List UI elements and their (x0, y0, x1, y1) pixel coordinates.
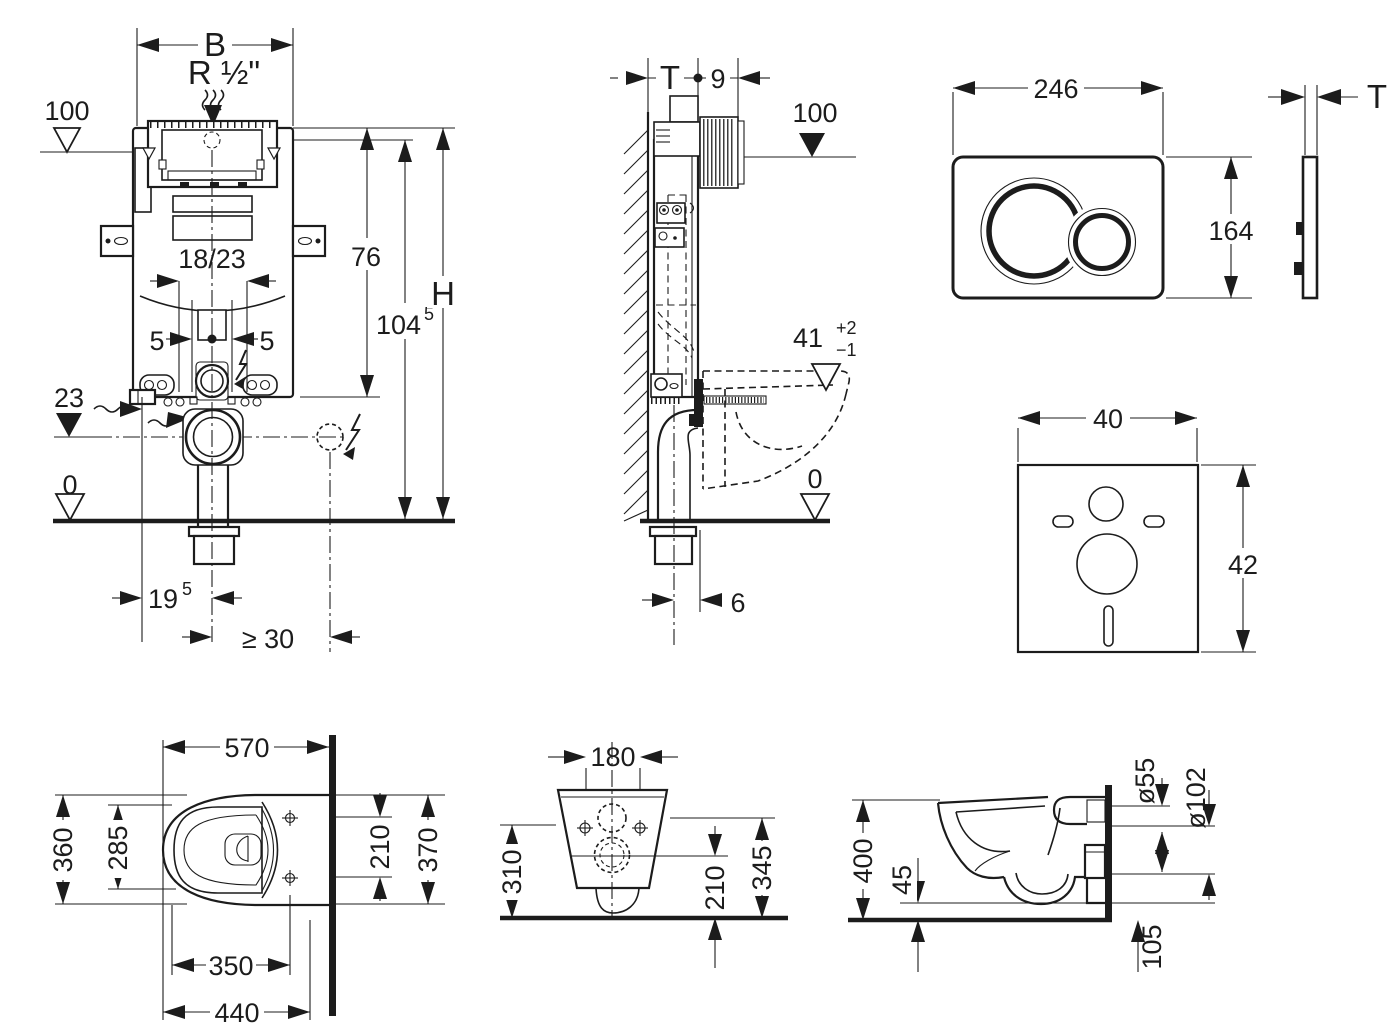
dim-label-supply-thread: R ½" (188, 54, 260, 91)
half-flush-button[interactable] (1073, 213, 1131, 271)
fixing-hole-marker (577, 820, 593, 836)
water-flow-arrow-icon (147, 412, 190, 428)
pad-bolt-slot (1143, 515, 1165, 528)
electrical-conduit (316, 423, 344, 451)
wc-top-view: 570 360 285 210 (47, 732, 445, 1028)
wall-bracket-right (291, 224, 327, 258)
pad-bolt-slot (1052, 515, 1074, 528)
sound-insulation-pad-view: 40 42 (1016, 402, 1267, 654)
dim-label-pad-height: 42 (1228, 550, 1258, 580)
dim-label-bowl-height: 41 (793, 323, 823, 353)
level-marker-open-icon (810, 363, 842, 392)
dim-label-plate-width: 246 (1033, 74, 1078, 104)
dim-label-wc-width: 360 (48, 827, 78, 872)
frame-side-profile (652, 138, 700, 399)
dim-label-hole-spacing: 180 (590, 742, 635, 772)
level-label-23: 23 (54, 383, 84, 413)
dim-label-supply-diameter: ø55 (1130, 758, 1160, 805)
supply-stub (1052, 795, 1105, 826)
dim-label-depth-T: T (660, 59, 680, 96)
cistern-front-view: B R ½" 100 (40, 26, 459, 654)
plate-clip (1294, 262, 1303, 275)
level-label-100-side: 100 (792, 98, 837, 128)
dim-label-drain-height: 210 (700, 865, 730, 910)
dim-label-height-104-sup: 5 (424, 304, 434, 324)
level-label-0: 0 (62, 470, 77, 500)
dim-label-height-104: 104 (376, 310, 421, 340)
supply-hole-dashed (597, 803, 627, 833)
level-label-0-side: 0 (807, 464, 822, 494)
dim-label-fixing-length: 440 (214, 998, 259, 1028)
pad-vertical-slot (1103, 605, 1114, 647)
dim-label-hole-span: 210 (365, 824, 395, 869)
dim-label-top-height: 345 (747, 845, 777, 890)
wall-hatching (623, 129, 649, 522)
pad-supply-hole (1088, 486, 1124, 522)
dim-label-offset-left: 5 (149, 326, 164, 356)
dim-label-pad-width: 40 (1093, 404, 1123, 434)
wc-seat-ring (173, 806, 263, 894)
wc-bowl-dashed-outline (702, 370, 851, 490)
sound-insulation-pad (1016, 463, 1200, 654)
fixing-hole-marker (632, 820, 648, 836)
dim-label-seat-width: 285 (103, 825, 133, 870)
wc-side-view: 400 45 ø55 ø102 105 (847, 758, 1216, 972)
dim-label-plate-width-370: 370 (413, 827, 443, 872)
dim-label-plate-thickness-T: T (1367, 78, 1387, 115)
flush-plate-front-view: 246 164 (951, 72, 1257, 300)
dim-label-side-height: 310 (497, 849, 527, 894)
dim-label-lip-gap: 45 (887, 865, 917, 895)
anchor-foot-right (242, 374, 278, 396)
level-marker-filled-icon (56, 413, 82, 437)
level-label-100: 100 (44, 96, 89, 126)
dim-label-bowl-tol-plus: +2 (836, 318, 857, 338)
dim-label-bowl-tol-minus: −1 (836, 340, 857, 360)
lightning-icon (345, 413, 361, 451)
pad-drain-hole (1076, 533, 1138, 595)
wall-section (329, 735, 336, 1016)
dim-label-wc-height: 400 (848, 838, 878, 883)
wall-section (1105, 785, 1112, 920)
plate-clip (1296, 222, 1303, 235)
wc-front-view: 180 310 210 345 (496, 741, 788, 968)
flush-bend-connector (694, 379, 703, 427)
dim-label-drain-offset: 6 (730, 588, 745, 618)
cistern-side-view: T 9 100 (610, 58, 857, 645)
dim-label-height-H: H (431, 275, 455, 312)
dim-label-wc-depth: 570 (224, 733, 269, 763)
dim-label-outlet-offset: 19 (148, 584, 178, 614)
dim-label-drain-diameter: ø102 (1181, 767, 1211, 829)
dim-label-width-B: B (204, 26, 226, 63)
dim-label-conduit-distance: ≥ 30 (242, 624, 294, 654)
dim-label-offset-right: 5 (259, 326, 274, 356)
water-flow-arrow-icon (93, 401, 142, 417)
dim-label-inner-length: 350 (208, 951, 253, 981)
drain-hole-dashed (593, 836, 631, 874)
dim-label-height-76: 76 (351, 242, 381, 272)
drain-stub (1083, 843, 1107, 880)
flush-plate-profile (1301, 155, 1319, 300)
dim-label-below-floor: 105 (1137, 924, 1167, 969)
level-marker-open-icon (54, 493, 86, 522)
wc-bowl-outline (161, 793, 330, 907)
dim-label-front-gap: 9 (710, 64, 725, 94)
level-marker-open-icon (799, 493, 831, 522)
drain-socket (187, 525, 241, 538)
supply-arrow-icon (204, 105, 222, 126)
wc-water-surface (224, 833, 262, 866)
level-marker-open-icon (52, 127, 82, 154)
wall-bracket-left (99, 224, 135, 258)
dim-label-outlet-offset-sup: 5 (182, 579, 192, 599)
level-marker-filled-icon (799, 133, 825, 157)
fixing-hole-marker (282, 870, 298, 886)
supply-connection-point (203, 131, 221, 149)
flush-plate-side-view: T (1268, 78, 1387, 300)
dim-label-plate-height: 164 (1208, 216, 1253, 246)
wc-trap-cover (595, 887, 640, 914)
lightning-icon (235, 349, 248, 381)
wc-bowl-profile (936, 795, 1107, 906)
fixing-hole-marker (282, 810, 298, 826)
